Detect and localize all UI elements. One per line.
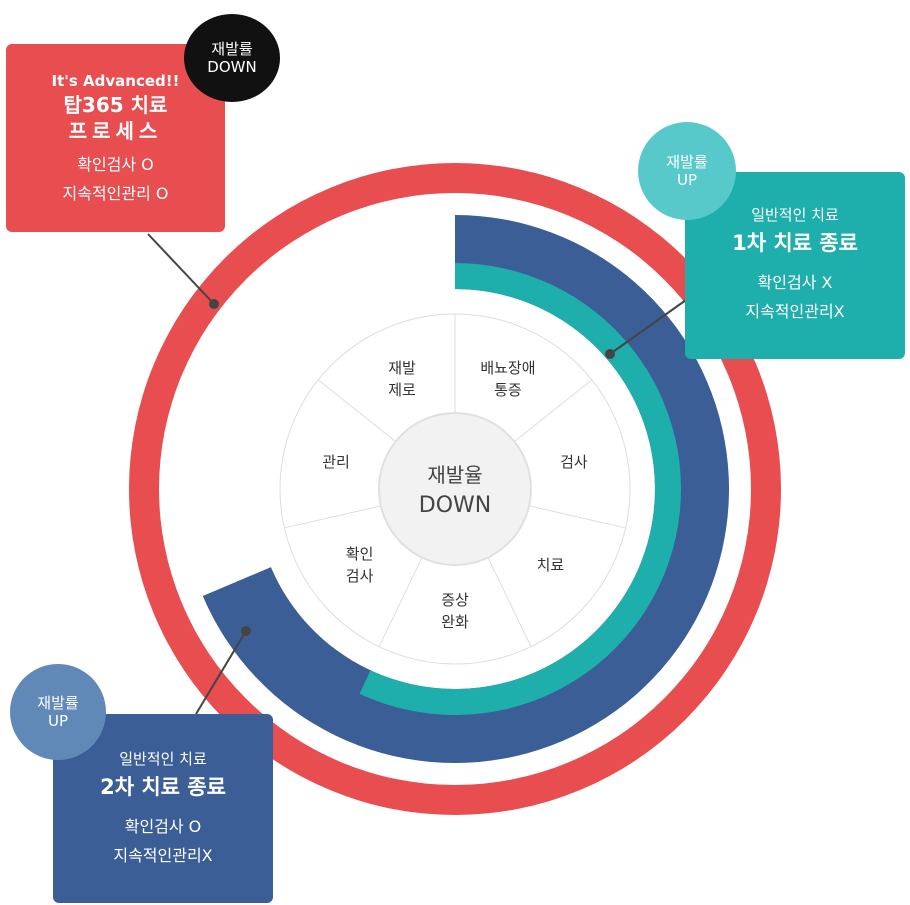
callout-detail: 확인검사 O [77,155,154,174]
callout-title: 탑365 치료 [63,93,168,117]
wheel-divider [317,379,397,443]
connector-line-first [609,299,687,355]
connector-dot-first [605,349,615,359]
callout-tag: It's Advanced!! [51,72,180,90]
center-hub [378,412,532,566]
wheel-divider [528,505,626,529]
connector-line-advanced [147,233,215,305]
wheel-divider [378,556,423,647]
wheel-segment-label: 검사 [560,453,588,471]
center-label-line1: 재발율 [427,463,482,487]
badge-line: UP [47,712,69,730]
callout-detail: 지속적인관리 O [62,184,169,203]
wheel-segment-label: 완화 [441,613,469,631]
recurrence-up-badge: 재발률 UP [638,122,736,220]
wheel-divider [513,379,593,443]
wheel-segment-label: 확인 [346,545,374,563]
callout-subtitle: 일반적인 치료 [751,206,839,224]
callout-subtitle: 일반적인 치료 [119,750,207,768]
connector-line-second [195,630,247,715]
callout-detail: 확인검사 X [757,273,833,292]
connector-dot-second [241,626,251,636]
badge-line: 재발률 [211,40,253,58]
wheel-segment-label: 증상 [441,591,469,609]
first-treatment-callout: 일반적인 치료 1차 치료 종료 확인검사 X 지속적인관리X [685,172,905,359]
badge-line: 재발률 [37,694,79,712]
wheel-divider [487,556,532,647]
center-label-line2: DOWN [419,493,491,518]
callout-detail: 지속적인관리X [113,846,213,865]
recurrence-up-badge: 재발률 UP [10,664,106,760]
callout-detail: 지속적인관리X [745,302,845,321]
badge-line: UP [676,171,698,189]
callout-detail: 확인검사 O [124,817,202,836]
wheel-segment-label: 통증 [494,381,522,399]
wheel-segment-label: 배뇨장애 [480,359,535,377]
wheel-divider [284,505,382,529]
badge-line: DOWN [207,58,257,76]
badge-line: 재발률 [666,153,708,171]
wheel-segment-label: 관리 [322,453,350,471]
wheel-segment-label: 제로 [388,381,416,399]
wheel-segment-label: 치료 [537,556,565,574]
recurrence-down-badge: 재발률 DOWN [184,14,280,102]
wheel-segment-label: 검사 [346,567,374,585]
callout-title: 프로세스 [68,119,163,143]
callout-title: 2차 치료 종료 [100,775,226,799]
callout-title: 1차 치료 종료 [732,231,858,255]
wheel-dividers [284,314,626,647]
wheel-segment-label: 재발 [388,359,416,377]
connector-dot-advanced [209,299,219,309]
